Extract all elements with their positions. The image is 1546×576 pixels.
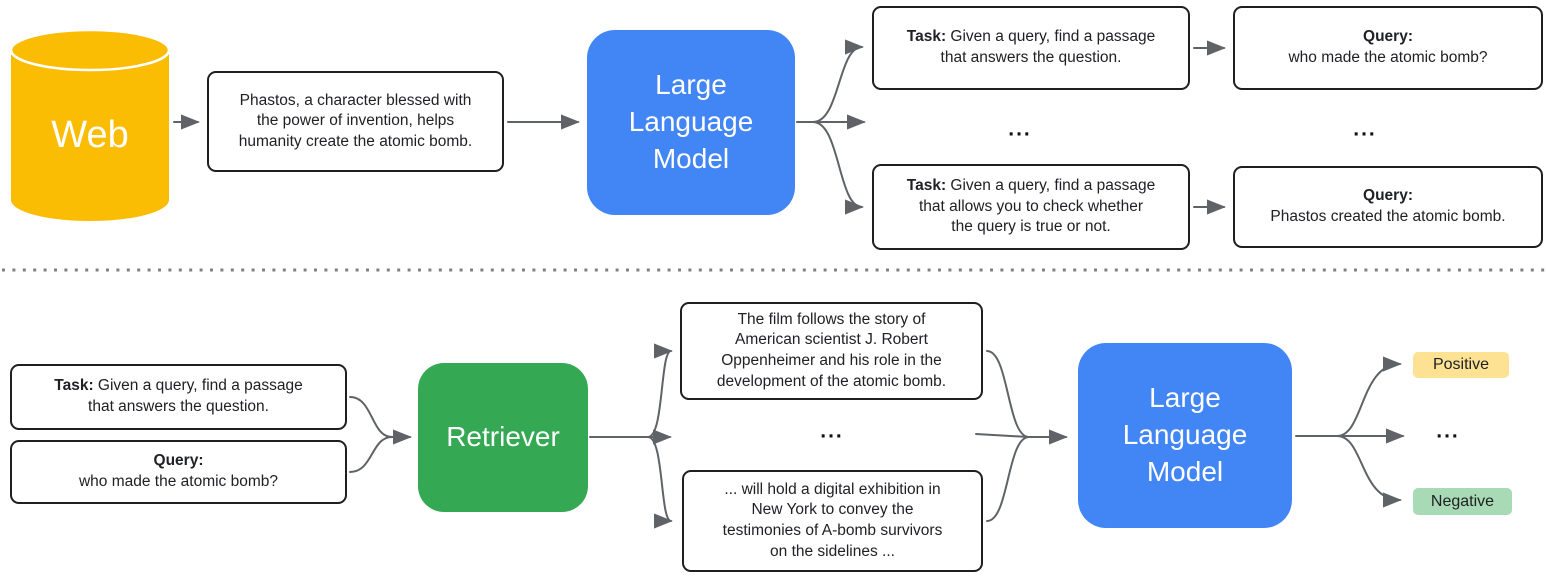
retrieved-passage-box-1: The film follows the story of American s… xyxy=(680,302,983,400)
input-query-text: who made the atomic bomb? xyxy=(78,473,279,490)
task-2-label: Task: xyxy=(906,177,947,195)
web-database-cylinder: Web xyxy=(9,28,171,222)
arrow-retriever-to-passage1 xyxy=(647,343,673,438)
arrow-llm2-to-positive xyxy=(1336,356,1402,437)
negative-label-chip: Negative xyxy=(1413,488,1512,515)
positive-label: Positive xyxy=(1432,356,1490,373)
input-query-label: Query: xyxy=(153,452,204,470)
arrow-llm1-to-task2 xyxy=(812,121,864,215)
arrow-retriever-to-passage2 xyxy=(647,436,673,529)
input-task-box: Task: Given a query, find a passage that… xyxy=(10,364,347,430)
llm-box-top: Large Language Model xyxy=(587,30,795,215)
query-box-2: Query: Phastos created the atomic bomb. xyxy=(1233,166,1543,248)
retriever-box: Retriever xyxy=(418,363,588,512)
llm-bottom-label: Large Language Model xyxy=(1122,382,1248,487)
line-middle-to-join xyxy=(975,433,1030,438)
task-1-label: Task: xyxy=(906,28,947,46)
input-query-box: Query: who made the atomic bomb? xyxy=(10,440,347,504)
ellipsis-tasks: ... xyxy=(1008,117,1032,141)
retrieved-passage-1-text: The film follows the story of American s… xyxy=(716,310,947,390)
task-1-text: Given a query, find a passage that answe… xyxy=(940,28,1156,66)
curve-passage1-to-join xyxy=(986,350,1030,438)
negative-label: Negative xyxy=(1430,492,1495,510)
curve-query-to-join xyxy=(349,436,393,473)
web-passage-text: Phastos, a character blessed with the po… xyxy=(238,91,473,150)
input-task-text: Given a query, find a passage that answe… xyxy=(88,377,303,415)
query-1-text: who made the atomic bomb? xyxy=(1288,49,1488,66)
query-2-label: Query: xyxy=(1363,187,1413,205)
database-icon xyxy=(9,28,171,221)
query-2-text: Phastos created the atomic bomb. xyxy=(1270,208,1506,225)
query-box-1: Query: who made the atomic bomb? xyxy=(1233,6,1543,90)
task-2-text: Given a query, find a passage that allow… xyxy=(918,177,1156,236)
task-box-2: Task: Given a query, find a passage that… xyxy=(872,164,1190,250)
curve-passage2-to-join xyxy=(986,436,1030,522)
web-passage-box: Phastos, a character blessed with the po… xyxy=(207,71,504,172)
retriever-label: Retriever xyxy=(446,421,560,453)
ellipsis-outputs: ... xyxy=(1436,419,1460,443)
retrieved-passage-box-2: ... will hold a digital exhibition in Ne… xyxy=(682,470,983,572)
task-box-1: Task: Given a query, find a passage that… xyxy=(872,6,1190,90)
ellipsis-passages: ... xyxy=(820,419,844,443)
ellipsis-queries: ... xyxy=(1353,117,1377,141)
retrieved-passage-2-text: ... will hold a digital exhibition in Ne… xyxy=(722,480,943,560)
query-1-label: Query: xyxy=(1363,28,1413,46)
web-label: Web xyxy=(51,114,129,156)
curve-task-to-join xyxy=(349,396,393,438)
input-task-label: Task: xyxy=(54,377,94,395)
arrow-llm2-to-negative xyxy=(1336,435,1402,508)
arrow-llm1-to-task1 xyxy=(812,39,864,123)
llm-box-bottom: Large Language Model xyxy=(1078,343,1292,528)
positive-label-chip: Positive xyxy=(1413,352,1509,378)
llm-top-label: Large Language Model xyxy=(628,69,754,174)
